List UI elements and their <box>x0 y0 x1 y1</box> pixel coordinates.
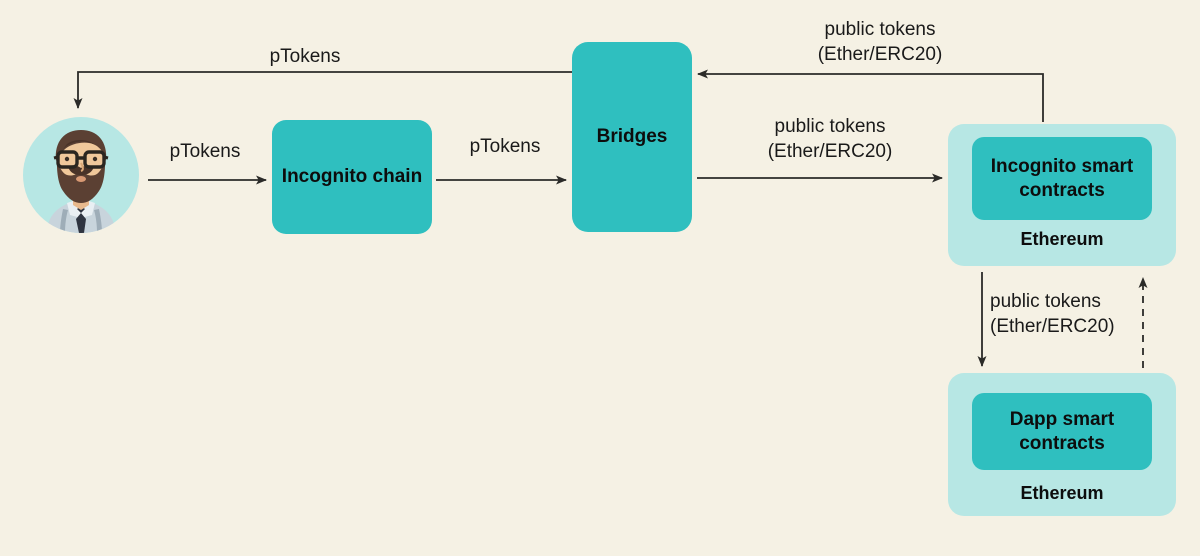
node-incognito-chain[interactable]: Incognito chain <box>272 120 432 234</box>
platform-name-ethereum-bottom: Ethereum <box>1020 483 1104 503</box>
node-incognito-chain-label: Incognito chain <box>281 166 423 188</box>
avatar-person-figure <box>47 130 115 233</box>
avatar-suspender-right <box>94 209 102 233</box>
avatar-hair-shade <box>63 139 95 149</box>
node-dapp-smart-contracts[interactable]: Dapp smart contracts <box>972 393 1152 470</box>
avatar-eye-left <box>64 156 70 162</box>
avatar-suspender-left <box>60 209 68 233</box>
avatar-nose <box>80 162 84 172</box>
node-incognito-smart-contracts[interactable]: Incognito smart contracts <box>972 137 1152 220</box>
edge-label-user-to-chain: pTokens <box>169 141 241 162</box>
node-incognito-smart-contracts-label: Incognito smart contracts <box>990 156 1134 201</box>
node-bridges[interactable]: Bridges <box>572 42 692 232</box>
edge-label-chain-to-bridges: pTokens <box>469 136 541 157</box>
edge-eth-to-bridges <box>697 69 1044 122</box>
node-dapp-smart-contracts-label: Dapp smart contracts <box>1009 409 1115 454</box>
avatar-collar-left <box>67 201 81 218</box>
platform-ethereum-incognito: Incognito smart contracts Ethereum <box>948 124 1176 266</box>
avatar-collar-right <box>81 201 95 218</box>
user-avatar <box>23 117 139 233</box>
edge-label-bridges-to-eth: public tokens (Ether/ERC20) <box>767 116 893 162</box>
avatar-glasses-icon <box>53 150 109 169</box>
avatar-mouth <box>76 176 86 182</box>
edge-bridges-to-user <box>73 71 572 109</box>
edge-label-eth-to-bridges: public tokens (Ether/ERC20) <box>817 19 943 65</box>
avatar-tie <box>76 213 86 233</box>
edge-label-eth-to-dapp: public tokens (Ether/ERC20) <box>990 291 1115 337</box>
edge-label-bridges-to-user: pTokens <box>269 46 341 67</box>
avatar-eye-right <box>92 156 98 162</box>
platform-name-ethereum-top: Ethereum <box>1020 229 1104 249</box>
platform-ethereum-dapp: Dapp smart contracts Ethereum <box>948 373 1176 516</box>
node-bridges-label: Bridges <box>596 126 668 148</box>
avatar-hair <box>55 130 107 161</box>
